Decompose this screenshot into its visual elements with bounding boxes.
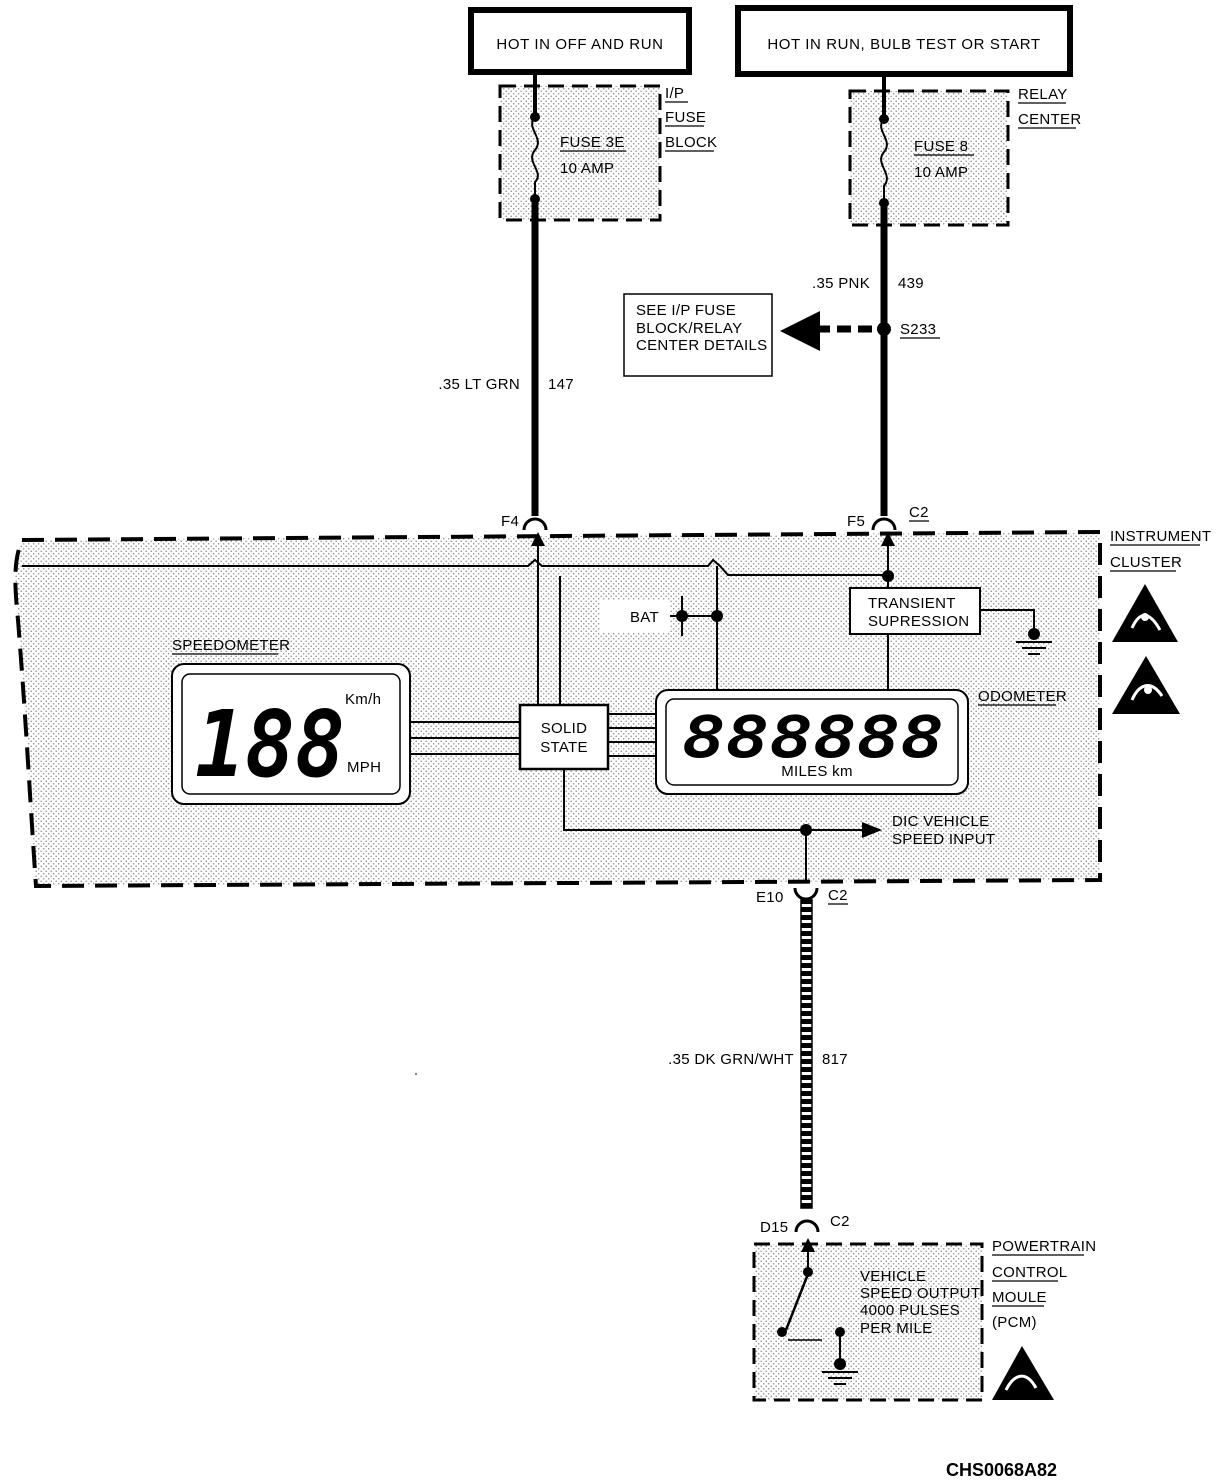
- wire-147: .35 LT GRN 147: [438, 203, 574, 516]
- pcm-name-3: MOULE: [992, 1289, 1047, 1306]
- esd-warning-hand-icon: [1112, 656, 1180, 714]
- arrow-right-dic-icon: [862, 822, 882, 838]
- splice-note-line-3: CENTER DETAILS: [636, 337, 767, 354]
- fuse-right-location-1: RELAY: [1018, 86, 1068, 103]
- speedometer-label: SPEEDOMETER: [172, 637, 290, 654]
- fuse-block-right: FUSE 8 10 AMP RELAY CENTER: [848, 74, 1081, 227]
- solid-state-module: SOLID STATE: [518, 703, 610, 771]
- esd-warning-pcm-icon: [992, 1346, 1054, 1400]
- fuse-right-location-2: CENTER: [1018, 111, 1081, 128]
- splice-s233: S233 SEE I/P FUSE BLOCK/RELAY CENTER DET…: [623, 293, 940, 377]
- power-source-right-label: HOT IN RUN, BULB TEST OR START: [767, 36, 1040, 53]
- connector-f5: F5 C2: [847, 504, 929, 531]
- fuse-8-rating: 10 AMP: [914, 164, 968, 181]
- odometer-units: MILES km: [781, 763, 853, 780]
- power-source-right: HOT IN RUN, BULB TEST OR START: [735, 5, 1073, 77]
- odometer-label: ODOMETER: [978, 688, 1067, 705]
- cluster-name-1: INSTRUMENT: [1110, 528, 1211, 545]
- wire-817: .35 DK GRN/WHT 817: [668, 899, 848, 1209]
- pcm-desc-2: SPEED OUTPUT: [860, 1285, 980, 1302]
- cluster-internal-wiring: [22, 540, 1035, 880]
- esd-warning-icon: [1112, 584, 1178, 642]
- pcm-desc-1: VEHICLE: [860, 1268, 926, 1285]
- connector-c2-bot-label: C2: [830, 1213, 850, 1230]
- ground-symbol-pcm: [822, 1358, 858, 1385]
- arrow-up-f4-icon: [531, 532, 545, 546]
- splice-note-line-1: SEE I/P FUSE: [636, 302, 736, 319]
- wire-147-circuit: 147: [548, 376, 574, 393]
- wire-817-circuit: 817: [822, 1051, 848, 1068]
- arrow-up-f5-icon: [881, 532, 895, 546]
- fuse-block-left: FUSE 3E 10 AMP I/P FUSE BLOCK: [498, 72, 717, 222]
- splice-note-line-2: BLOCK/RELAY: [636, 320, 742, 337]
- solid-state-line-1: SOLID: [541, 720, 588, 737]
- transient-line-2: SUPRESSION: [868, 613, 969, 630]
- connector-d15-label: D15: [760, 1219, 788, 1236]
- power-source-left-label: HOT IN OFF AND RUN: [496, 36, 663, 53]
- fuse-3e-element: [531, 116, 539, 199]
- speed-unit-kmh: Km/h: [345, 691, 381, 708]
- pcm-desc-4: PER MILE: [860, 1320, 932, 1337]
- fuse-3e-name: FUSE 3E: [560, 134, 625, 151]
- connector-e10-label: E10: [756, 889, 784, 906]
- wire-817-gauge: .35 DK GRN/WHT: [668, 1051, 794, 1068]
- bat-label: BAT: [630, 609, 659, 626]
- wire-439: .35 PNK 439: [812, 207, 924, 516]
- odometer-digits: 888888: [682, 703, 944, 771]
- figure-id: CHS0068A82: [946, 1460, 1057, 1480]
- pcm-switch-blade: [784, 1273, 810, 1331]
- fuse-8-element: [880, 118, 888, 203]
- fuse-3e-rating: 10 AMP: [560, 160, 614, 177]
- splice-s233-id: S233: [900, 321, 936, 338]
- speedometer: SPEEDOMETER 188 Km/h MPH: [171, 637, 411, 805]
- power-source-left: HOT IN OFF AND RUN: [468, 7, 692, 75]
- instrument-cluster: F4 F5 C2: [13, 504, 1102, 906]
- connector-e10: E10 C2: [756, 887, 848, 906]
- dic-line-2: SPEED INPUT: [892, 831, 995, 848]
- connector-f5-label: F5: [847, 513, 865, 530]
- pcm-name-4: (PCM): [992, 1314, 1037, 1331]
- wire-439-gauge: .35 PNK: [812, 275, 870, 292]
- fuse-8-name: FUSE 8: [914, 138, 968, 155]
- pcm-module: D15 C2 VEHICLE SPEED OUTPUT 4000 PULSES …: [752, 1213, 984, 1402]
- fuse-left-location-1: I/P: [665, 85, 684, 102]
- pcm-name-2: CONTROL: [992, 1264, 1067, 1281]
- connector-f4-label: F4: [501, 513, 519, 530]
- pcm-name-1: POWERTRAIN: [992, 1238, 1096, 1255]
- transient-suppression: TRANSIENT SUPRESSION: [849, 587, 981, 635]
- wire-439-circuit: 439: [898, 275, 924, 292]
- connector-d15: D15 C2: [760, 1213, 850, 1236]
- fuse-left-location-2: FUSE: [665, 109, 706, 126]
- arrow-left-icon: [780, 311, 820, 351]
- connector-c2-top-label: C2: [909, 504, 929, 521]
- cluster-name-2: CLUSTER: [1110, 554, 1182, 571]
- wire-147-gauge: .35 LT GRN: [438, 376, 520, 393]
- fuse-left-location-3: BLOCK: [665, 134, 717, 151]
- speed-unit-mph: MPH: [347, 759, 381, 776]
- solid-state-line-2: STATE: [540, 739, 588, 756]
- transient-line-1: TRANSIENT: [868, 595, 956, 612]
- dic-line-1: DIC VEHICLE: [892, 813, 990, 830]
- pcm-desc-3: 4000 PULSES: [860, 1302, 960, 1319]
- speedometer-digits: 188: [195, 691, 345, 798]
- arrow-up-d15-icon: [801, 1238, 815, 1252]
- odometer: 888888 MILES km ODOMETER: [655, 688, 1067, 795]
- connector-f4: F4: [501, 513, 548, 531]
- ground-symbol-cluster: [1016, 628, 1052, 655]
- connector-c2-mid-label: C2: [828, 887, 848, 904]
